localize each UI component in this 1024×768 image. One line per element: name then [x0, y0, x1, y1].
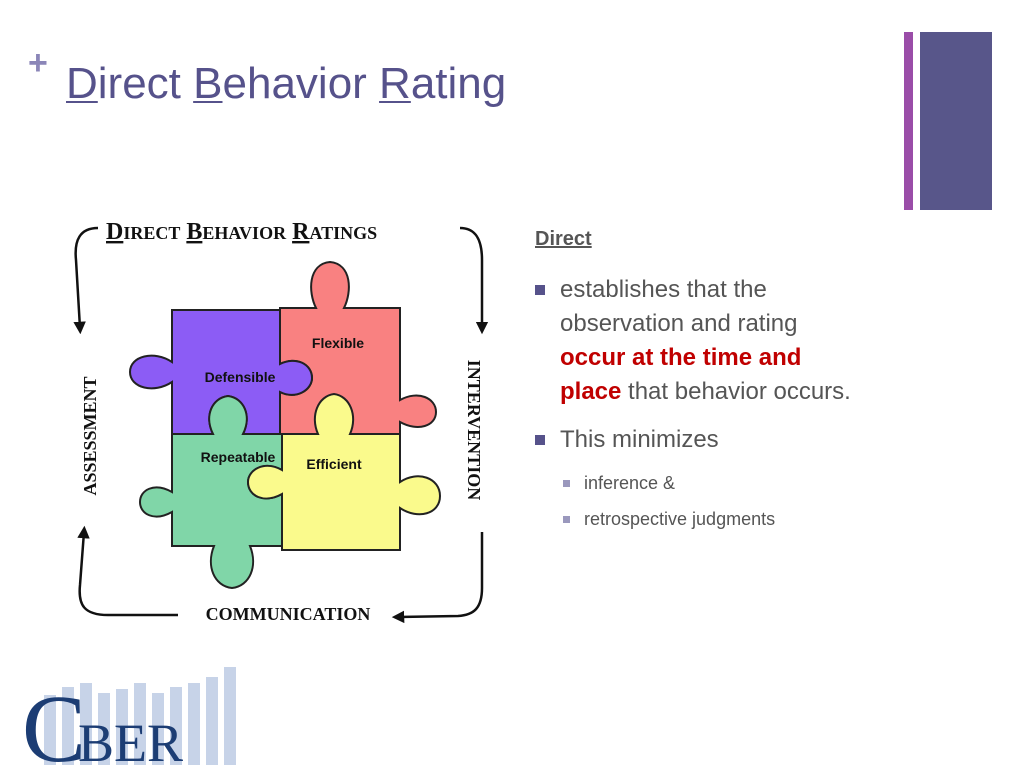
title-initial-r: R: [379, 59, 411, 108]
bullet-square-icon: [535, 435, 545, 445]
logo-letters-ber: BER: [78, 713, 183, 765]
piece-label-defensible: Defensible: [205, 369, 276, 385]
slide-title: Direct Behavior Rating: [66, 62, 506, 106]
arrow-top-right: [459, 226, 489, 335]
content-panel: Direct establishes that the observation …: [535, 228, 865, 543]
accent-bar-purple: [904, 32, 913, 210]
piece-label-efficient: Efficient: [306, 456, 362, 472]
sub-bullet-square-icon: [563, 479, 570, 487]
label-communication: COMMUNICATION: [206, 604, 371, 624]
piece-label-flexible: Flexible: [312, 335, 364, 351]
cber-logo: C BER: [22, 667, 236, 765]
title-initial-d: D: [66, 59, 98, 108]
title-rest-direct: irect: [97, 59, 181, 108]
bullet-establishes: establishes that the observation and rat…: [535, 273, 865, 409]
piece-label-repeatable: Repeatable: [201, 449, 276, 465]
accent-bar-navy: [920, 32, 992, 210]
arrow-bottom-left: [77, 525, 178, 617]
sub-bullet-retrospective-text: retrospective judgments: [584, 509, 776, 529]
bullet-minimizes-text: This minimizes: [560, 426, 719, 453]
title-rest-rating: ating: [410, 59, 507, 108]
logo-bars: [44, 667, 236, 765]
sub-bullet-inference: inference &: [563, 471, 865, 495]
sub-bullet-retrospective: retrospective judgments: [563, 507, 865, 531]
piece-efficient: [246, 392, 442, 551]
label-intervention: INTERVENTION: [464, 360, 484, 500]
label-assessment: ASSESSMENT: [80, 376, 100, 495]
title-initial-b: B: [193, 59, 223, 108]
bullet-minimizes: This minimizes: [535, 423, 865, 457]
arrow-bottom-right: [391, 532, 484, 624]
sub-bullet-inference-text: inference &: [584, 473, 676, 493]
title-rest-behavior: ehavior: [222, 59, 367, 108]
bullet-square-icon: [535, 285, 545, 295]
bullet-establishes-text: establishes that the observation and rat…: [560, 276, 851, 405]
content-heading: Direct: [535, 228, 592, 250]
logo-letter-c: C: [22, 675, 86, 765]
sub-bullet-square-icon: [563, 515, 570, 523]
emphasis-text: occur at the time and place: [560, 344, 802, 405]
arrow-top-left: [73, 226, 99, 335]
plus-mark: +: [28, 44, 48, 82]
